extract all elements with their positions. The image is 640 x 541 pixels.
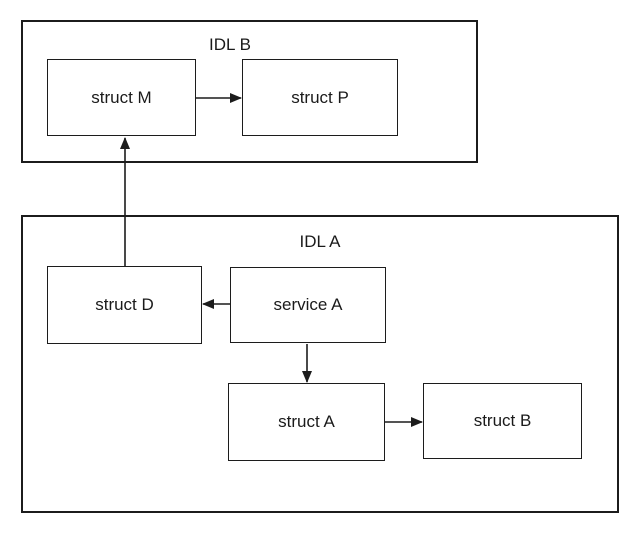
group-box-idl-b — [21, 20, 478, 163]
group-box-idl-a — [21, 215, 619, 513]
node-struct-p: struct P — [242, 59, 398, 136]
node-struct-d: struct D — [47, 266, 202, 344]
group-label-idl-a: IDL A — [299, 232, 341, 251]
node-service-a: service A — [230, 267, 386, 343]
group-label-idl-b: IDL B — [209, 35, 251, 54]
node-struct-b: struct B — [423, 383, 582, 459]
node-struct-m: struct M — [47, 59, 196, 136]
node-struct-a: struct A — [228, 383, 385, 461]
